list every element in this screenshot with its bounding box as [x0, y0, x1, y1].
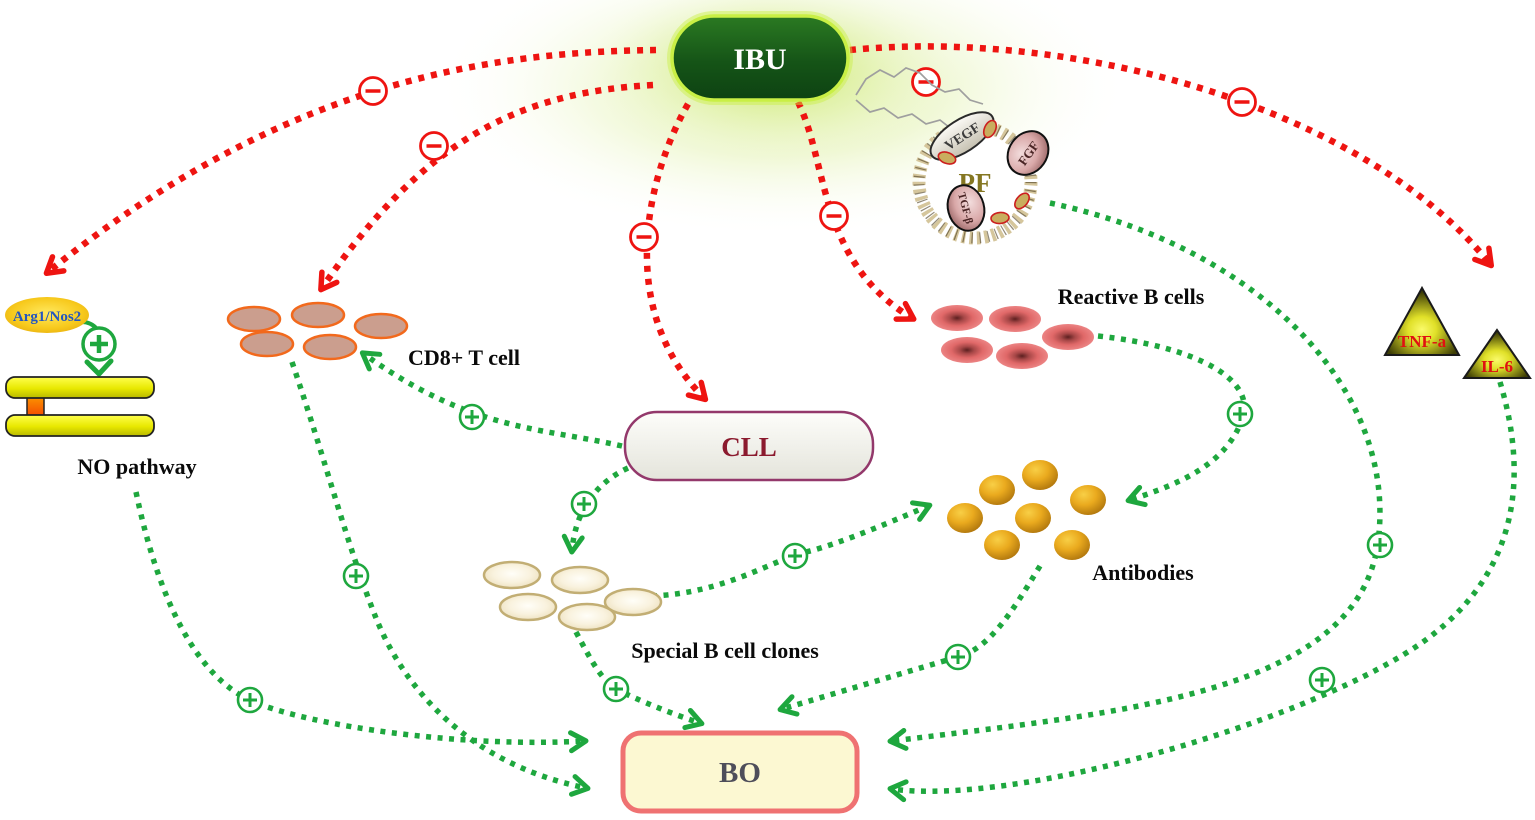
minus-icon [629, 222, 659, 252]
plus-icon [81, 326, 117, 362]
special-b-clones-label: Special B cell clones [631, 638, 819, 663]
minus-icon [819, 201, 849, 231]
plus-icon [944, 643, 972, 671]
fgf-ligand: FGF [1006, 130, 1050, 176]
edge-antibodies-to-bo [777, 564, 1043, 717]
plus-icon [1366, 531, 1394, 559]
reactive-b-cells-label: Reactive B cells [1058, 284, 1205, 309]
reactive-b-cells-node [931, 305, 1094, 369]
plus-icon [602, 675, 630, 703]
tgf-beta-ligand: TGF-β [946, 184, 986, 232]
edge-reactive-b-to-antibodies [1097, 333, 1247, 508]
cll-label: CLL [721, 432, 777, 462]
cd8-t-cell-label: CD8+ T cell [408, 345, 520, 370]
edge-cytokines-to-bo [887, 381, 1517, 803]
minus-icon [419, 131, 449, 161]
cd8-t-cell-node [226, 301, 409, 361]
membrane-bar [5, 414, 155, 437]
edge-arg1-to-no-pathway [63, 320, 117, 377]
edge-ibu-to-reactive-b-cells [795, 100, 917, 322]
il6-node: IL-6 [1462, 328, 1532, 379]
edge-cll-to-cd8-t-cell [359, 350, 623, 449]
ibu-label: IBU [733, 43, 786, 76]
plus-icon [1308, 666, 1336, 694]
il6-label: IL-6 [1481, 357, 1513, 376]
plus-icon [342, 562, 370, 590]
minus-icon [1227, 87, 1257, 117]
receptor-icon [937, 119, 1030, 225]
bo-node: BO [620, 730, 860, 814]
arg1-nos2-node: Arg1/Nos2 [5, 297, 89, 333]
no-pathway-label: NO pathway [77, 454, 196, 479]
plus-icon [781, 542, 809, 570]
antibodies-node [947, 460, 1106, 560]
antibodies-label: Antibodies [1092, 560, 1194, 585]
plus-icon [236, 686, 264, 714]
special-b-clones-node [482, 560, 663, 632]
membrane-bar [5, 376, 155, 399]
edge-cd8-to-bo [289, 361, 591, 797]
plus-icon [570, 490, 598, 518]
plus-icon [1226, 400, 1254, 428]
minus-icon [911, 67, 941, 97]
ibu-node: IBU [667, 11, 853, 105]
plus-icon [458, 403, 486, 431]
no-pathway-node: NO pathway [5, 376, 197, 479]
tnf-alpha-label: TNF-a [1398, 332, 1447, 351]
arg1-nos2-label: Arg1/Nos2 [13, 309, 81, 325]
minus-icon [358, 76, 388, 106]
bo-label: BO [719, 757, 761, 789]
cll-node: CLL [623, 410, 875, 482]
pf-node: PF VEGF FGF TGF-β [912, 111, 1050, 245]
tnf-alpha-node: TNF-a [1383, 285, 1461, 356]
